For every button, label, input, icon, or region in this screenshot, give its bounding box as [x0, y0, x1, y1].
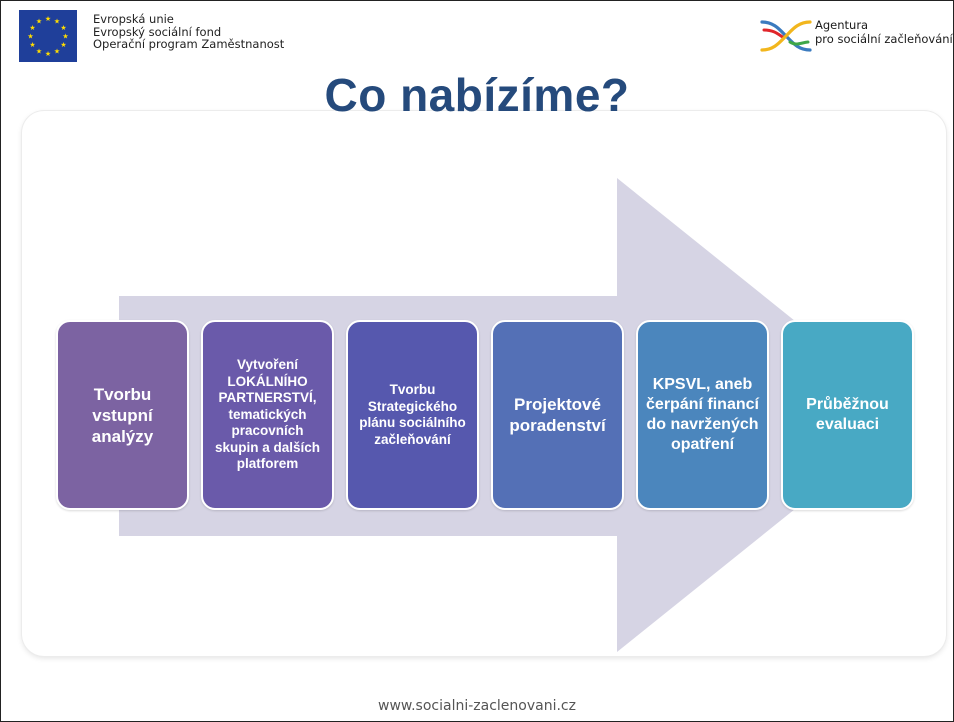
footer-url: www.socialni-zaclenovani.cz: [378, 698, 576, 714]
step-box-4: Projektové poradenství: [491, 320, 624, 510]
svg-text:★: ★: [36, 18, 42, 26]
step-label-6: Průběžnou evaluaci: [806, 396, 889, 433]
page-title: Co nabízíme?: [324, 69, 630, 121]
agency-logo: Agentura pro sociální začleňování: [760, 14, 953, 64]
step-label-1: Tvorbu vstupní analýzy: [91, 384, 154, 446]
svg-text:★: ★: [45, 50, 51, 58]
step-box-5: KPSVL, aneb čerpání financí do navrženýc…: [636, 320, 769, 510]
svg-text:★: ★: [54, 18, 60, 26]
svg-text:★: ★: [54, 48, 60, 56]
agency-logo-icon: [760, 20, 812, 52]
step-box-2: Vytvoření LOKÁLNÍHO PARTNERSTVÍ, tematic…: [201, 320, 334, 510]
svg-text:★: ★: [62, 33, 68, 41]
step-box-6: Průběžnou evaluaci: [781, 320, 914, 510]
svg-text:★: ★: [60, 24, 66, 32]
step-box-3: Tvorbu Strategického plánu sociálního za…: [346, 320, 479, 510]
eu-line-1: Evropská unie: [93, 12, 174, 26]
agency-line-2: pro sociální začleňování: [815, 32, 953, 46]
eu-flag-icon: ★ ★ ★ ★ ★ ★ ★ ★ ★ ★ ★ ★: [19, 10, 77, 62]
step-label-3: Tvorbu Strategického plánu sociálního za…: [359, 382, 466, 447]
agency-line-1: Agentura: [815, 18, 869, 32]
eu-funding-text: Evropská unie Evropský sociální fond Ope…: [93, 13, 284, 51]
step-label-4: Projektové poradenství: [509, 395, 606, 435]
svg-text:★: ★: [60, 41, 66, 49]
step-label-2: Vytvoření LOKÁLNÍHO PARTNERSTVÍ, tematic…: [214, 357, 321, 472]
svg-text:★: ★: [29, 24, 35, 32]
eu-line-3: Operační program Zaměstnanost: [93, 37, 285, 51]
svg-text:★: ★: [45, 15, 51, 23]
svg-text:★: ★: [36, 48, 42, 56]
eu-line-2: Evropský sociální fond: [93, 24, 222, 39]
svg-text:★: ★: [29, 41, 35, 49]
step-box-1: Tvorbu vstupní analýzy: [56, 320, 189, 510]
step-label-5: KPSVL, aneb čerpání financí do navrženýc…: [646, 376, 759, 453]
svg-text:★: ★: [27, 33, 33, 41]
agency-name: Agentura pro sociální začleňování: [815, 18, 953, 46]
